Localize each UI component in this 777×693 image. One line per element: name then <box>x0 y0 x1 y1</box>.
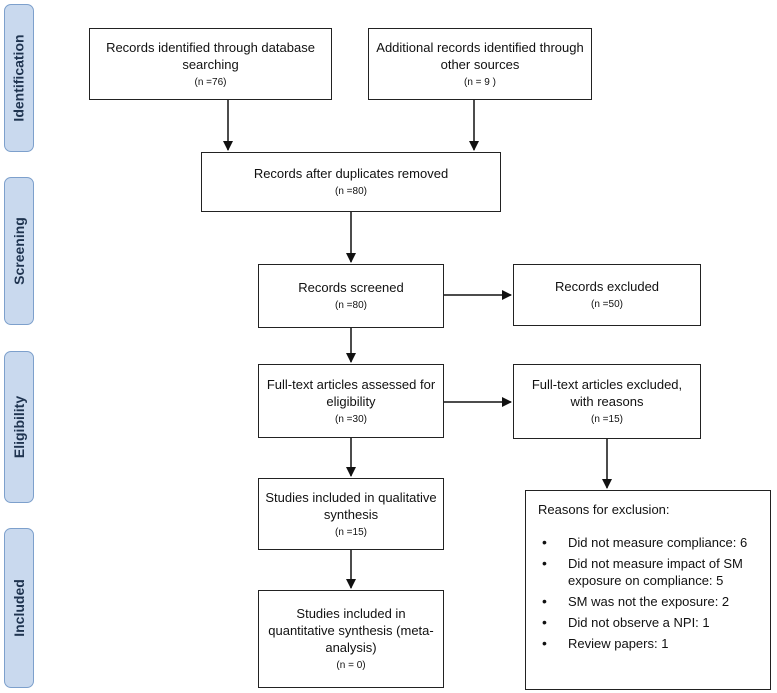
box-quantitative-synthesis: Studies included in quantitative synthes… <box>258 590 444 688</box>
box-quantitative-synthesis-text: Studies included in quantitative synthes… <box>268 606 434 655</box>
phase-included: Included <box>4 528 34 688</box>
box-fulltext-assessed-text: Full-text articles assessed for eligibil… <box>266 376 436 409</box>
box-records-screened-count: (n =80) <box>335 300 367 311</box>
reason-item: Review papers: 1 <box>538 635 758 652</box>
box-quantitative-synthesis-count: (n = 0) <box>336 660 366 671</box>
box-database-search-count: (n =76) <box>194 76 227 88</box>
box-other-sources: Additional records identified through ot… <box>368 28 592 100</box>
box-records-excluded-count: (n =50) <box>591 299 623 310</box>
box-fulltext-excluded-text: Full-text articles excluded, with reason… <box>531 377 683 409</box>
box-database-search-text: Records identified through database sear… <box>106 39 315 72</box>
phase-eligibility: Eligibility <box>4 351 34 503</box>
reasons-for-exclusion-box: Reasons for exclusion: Did not measure c… <box>525 490 771 690</box>
reason-item: Did not observe a NPI: 1 <box>538 614 758 631</box>
box-fulltext-excluded: Full-text articles excluded, with reason… <box>513 364 701 439</box>
phase-identification: Identification <box>4 4 34 152</box>
box-duplicates-removed-text: Records after duplicates removed <box>253 166 449 181</box>
phase-screening: Screening <box>4 177 34 325</box>
box-other-sources-text: Additional records identified through ot… <box>376 39 584 72</box>
reason-item: Did not measure compliance: 6 <box>538 534 758 551</box>
box-database-search: Records identified through database sear… <box>89 28 332 100</box>
box-qualitative-synthesis-count: (n =15) <box>335 526 367 538</box>
box-fulltext-assessed: Full-text articles assessed for eligibil… <box>258 364 444 438</box>
box-qualitative-synthesis: Studies included in qualitative synthesi… <box>258 478 444 550</box>
box-records-screened-text: Records screened <box>298 280 404 295</box>
box-fulltext-excluded-count: (n =15) <box>591 414 623 425</box>
box-duplicates-removed-count: (n =80) <box>335 186 367 197</box>
box-records-screened: Records screened (n =80) <box>258 264 444 328</box>
reason-item: SM was not the exposure: 2 <box>538 593 758 610</box>
reasons-list: Did not measure compliance: 6 Did not me… <box>538 534 758 652</box>
box-qualitative-synthesis-text: Studies included in qualitative synthesi… <box>265 489 437 522</box>
box-other-sources-count: (n = 9 ) <box>464 76 496 88</box>
reasons-title: Reasons for exclusion: <box>538 502 670 517</box>
box-duplicates-removed: Records after duplicates removed (n =80) <box>201 152 501 212</box>
box-records-excluded-text: Records excluded <box>554 279 660 294</box>
reason-item: Did not measure impact of SM exposure on… <box>538 555 758 589</box>
box-records-excluded: Records excluded (n =50) <box>513 264 701 326</box>
box-fulltext-assessed-count: (n =30) <box>335 413 367 425</box>
